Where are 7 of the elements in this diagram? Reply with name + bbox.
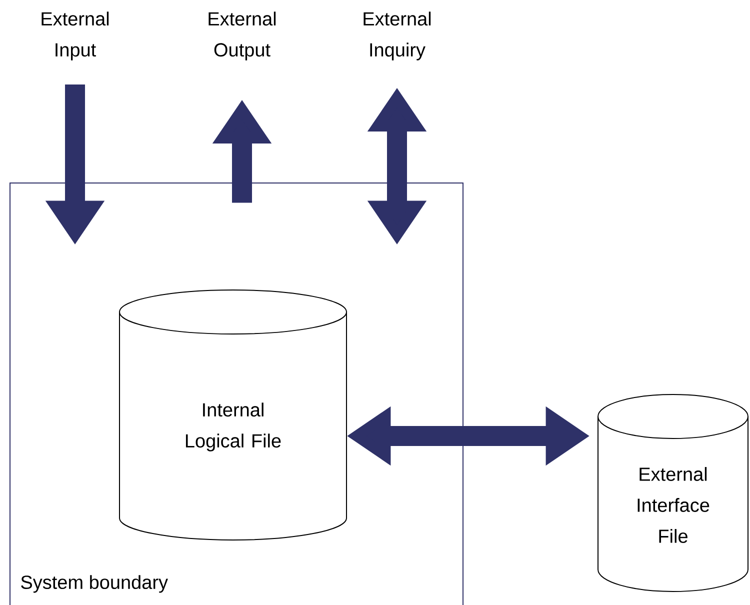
node-label: Internal Logical File [186, 402, 281, 452]
node-label: External Interface File [638, 467, 710, 543]
node-label: External Output [208, 12, 276, 60]
cylinder: External Interface File [598, 394, 748, 592]
node-label: External Inquiry [364, 12, 431, 60]
cylinder: Internal Logical File [119, 290, 347, 540]
node-label: External Input [42, 12, 109, 60]
